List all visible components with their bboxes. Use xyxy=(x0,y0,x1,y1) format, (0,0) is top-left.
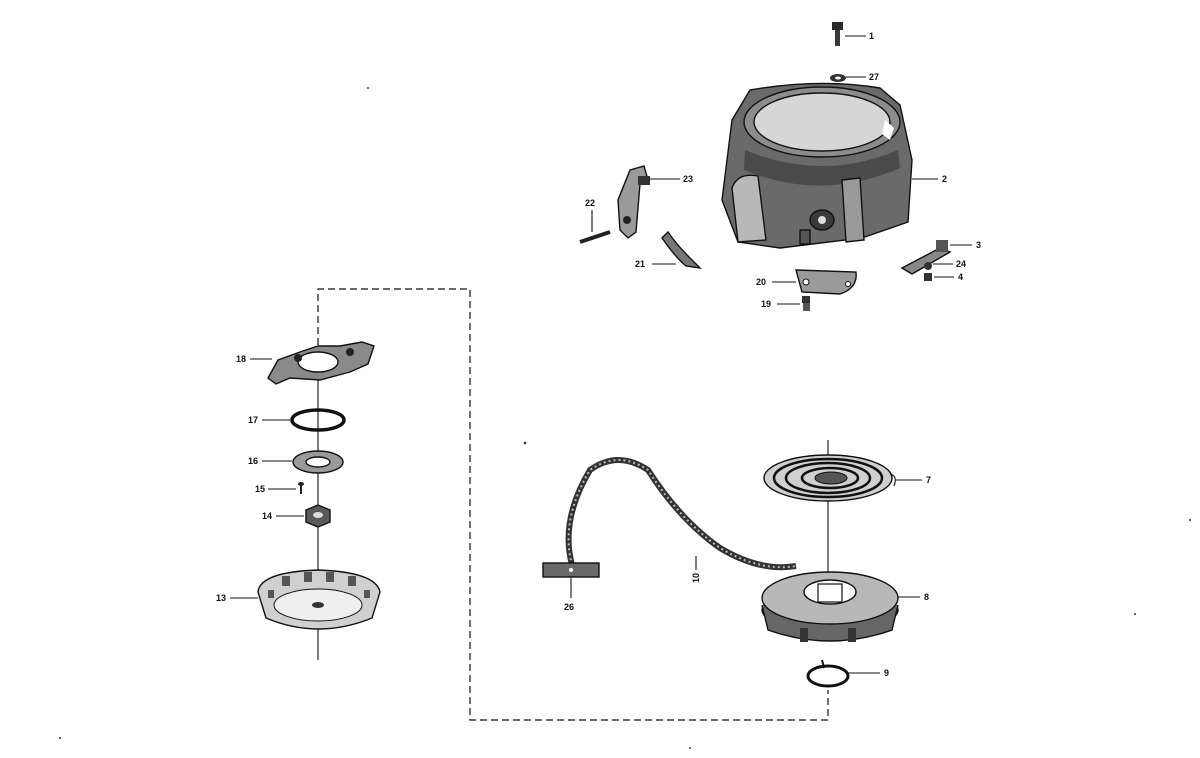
callout-1: 1 xyxy=(845,31,874,41)
callout-label-13: 13 xyxy=(216,593,226,603)
callout-label-4: 4 xyxy=(958,272,963,282)
callout-label-3: 3 xyxy=(976,240,981,250)
part-15-screw xyxy=(298,482,304,494)
callout-22: 22 xyxy=(585,198,595,232)
part-13-pulley-cup xyxy=(257,569,381,630)
part-22-pin xyxy=(579,230,611,244)
part-23-pawl-bracket xyxy=(617,165,650,239)
part-24-washer xyxy=(924,262,932,270)
callout-18: 18 xyxy=(236,354,272,364)
callout-label-21: 21 xyxy=(635,259,645,269)
callout-16: 16 xyxy=(248,456,292,466)
part-9-spring-clip xyxy=(806,659,850,688)
callout-14: 14 xyxy=(262,511,304,521)
part-2-starter-housing xyxy=(721,82,913,249)
callout-24: 24 xyxy=(933,259,966,269)
part-20-plate xyxy=(795,269,857,295)
callout-label-23: 23 xyxy=(683,174,693,184)
callout-label-7: 7 xyxy=(926,475,931,485)
part-1-bolt xyxy=(832,22,843,46)
callout-26: 26 xyxy=(564,578,574,612)
callout-label-27: 27 xyxy=(869,72,879,82)
callout-17: 17 xyxy=(248,415,290,425)
callout-9: 9 xyxy=(848,668,889,678)
callout-label-9: 9 xyxy=(884,668,889,678)
part-18-pawl-plate xyxy=(267,341,375,385)
callout-10: 10 xyxy=(691,556,701,583)
callout-label-10: 10 xyxy=(691,573,701,583)
callout-label-26: 26 xyxy=(564,602,574,612)
callout-label-15: 15 xyxy=(255,484,265,494)
part-14-nut xyxy=(305,504,331,528)
callout-label-17: 17 xyxy=(248,415,258,425)
callout-13: 13 xyxy=(216,593,258,603)
callout-15: 15 xyxy=(255,484,296,494)
callout-label-14: 14 xyxy=(262,511,272,521)
part-19-screw xyxy=(802,296,810,311)
scan-specks xyxy=(59,87,1191,749)
callout-7: 7 xyxy=(896,475,931,485)
part-7-rewind-spring xyxy=(763,454,896,502)
callout-label-2: 2 xyxy=(942,174,947,184)
part-3-bracket xyxy=(900,240,952,275)
callout-8: 8 xyxy=(898,592,929,602)
callout-label-8: 8 xyxy=(924,592,929,602)
part-17-retaining-ring xyxy=(290,408,346,432)
callout-19: 19 xyxy=(761,299,800,309)
callout-21: 21 xyxy=(635,259,676,269)
callout-label-16: 16 xyxy=(248,456,258,466)
callout-4: 4 xyxy=(934,272,963,282)
callout-23: 23 xyxy=(650,174,693,184)
callout-label-22: 22 xyxy=(585,198,595,208)
callout-label-20: 20 xyxy=(756,277,766,287)
callout-label-1: 1 xyxy=(869,31,874,41)
callout-3: 3 xyxy=(950,240,981,250)
part-4-screw xyxy=(924,273,932,281)
callout-2: 2 xyxy=(912,174,947,184)
callout-label-24: 24 xyxy=(956,259,966,269)
callout-label-19: 19 xyxy=(761,299,771,309)
part-27-washer xyxy=(830,74,846,82)
part-26-starter-handle xyxy=(542,562,600,578)
part-10-starter-rope xyxy=(565,457,797,571)
callout-20: 20 xyxy=(756,277,796,287)
part-16-washer xyxy=(292,450,344,474)
part-8-starter-pulley xyxy=(761,571,899,642)
callout-27: 27 xyxy=(846,72,879,82)
callout-label-18: 18 xyxy=(236,354,246,364)
part-21-spring-clip xyxy=(661,230,702,269)
